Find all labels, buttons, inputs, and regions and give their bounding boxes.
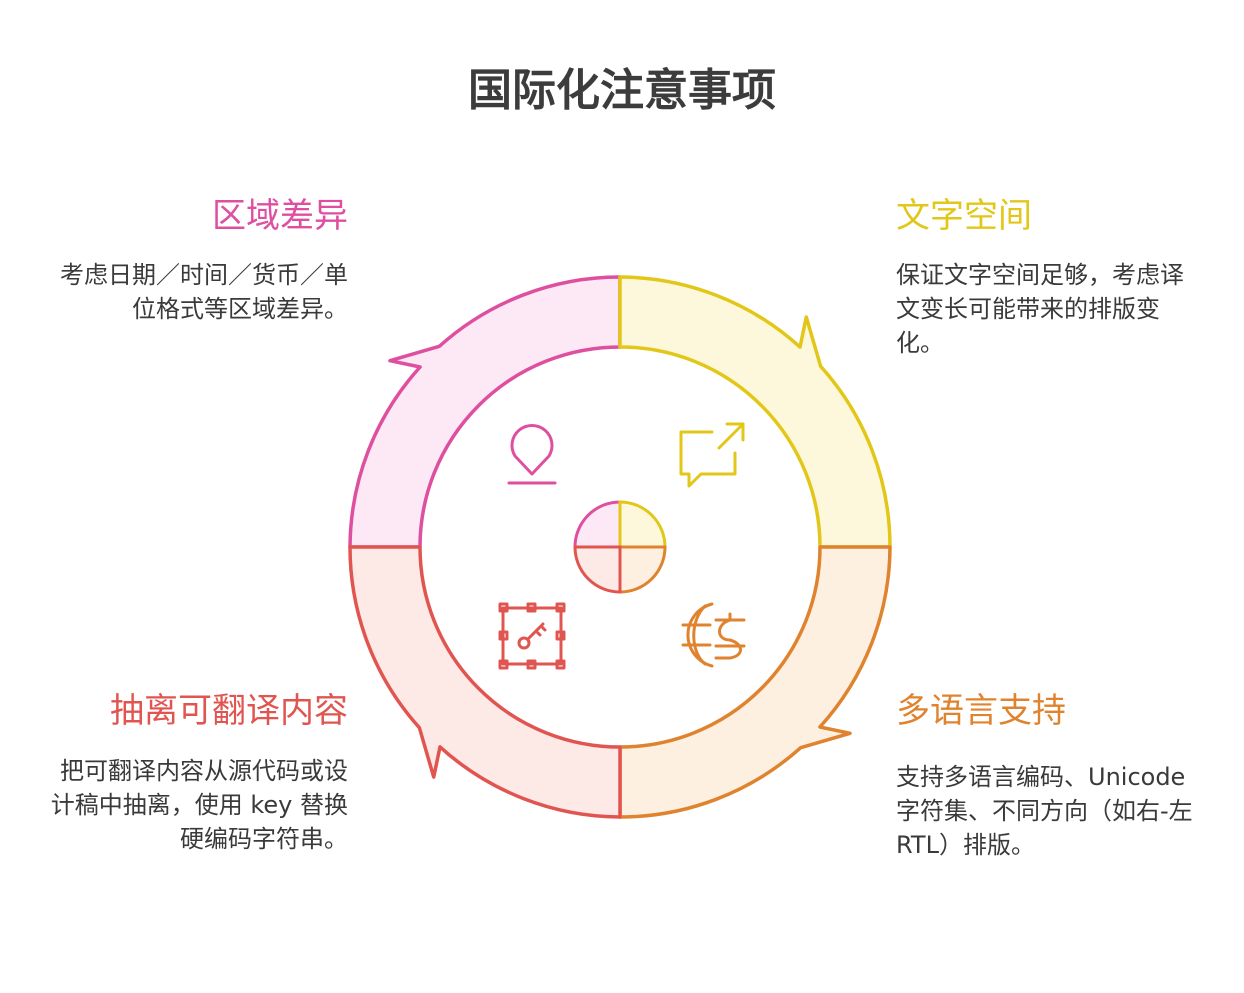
segment-multilang	[618, 545, 892, 819]
center-pie-segment-regional	[573, 500, 622, 549]
section-desc-text-space: 保证文字空间足够，考虑译文变长可能带来的排版变化。	[896, 261, 1184, 357]
center-pie-segment-extract	[573, 545, 622, 594]
globe-language-icon	[681, 602, 746, 668]
section-title-regional: 区域差异	[212, 196, 348, 236]
segment-text-space	[618, 275, 892, 549]
segment-extract	[348, 545, 622, 819]
center-pie-segment-multilang	[618, 545, 667, 594]
page-title: 国际化注意事项	[468, 65, 776, 116]
section-title-multilang: 多语言支持	[896, 691, 1066, 731]
section-desc-extract: 把可翻译内容从源代码或设计稿中抽离，使用 key 替换硬编码字符串。	[50, 757, 348, 853]
key-frame-icon	[498, 602, 566, 670]
map-pin-icon	[507, 424, 557, 485]
segment-regional	[348, 275, 622, 549]
section-title-text-space: 文字空间	[896, 196, 1032, 236]
section-desc-multilang: 支持多语言编码、Unicode 字符集、不同方向（如右-左 RTL）排版。	[896, 763, 1193, 859]
section-desc-regional: 考虑日期／时间／货币／单位格式等区域差异。	[60, 261, 348, 323]
section-title-extract: 抽离可翻译内容	[110, 691, 348, 731]
center-pie-segment-text-space	[618, 500, 667, 549]
chat-expand-icon	[679, 422, 745, 488]
